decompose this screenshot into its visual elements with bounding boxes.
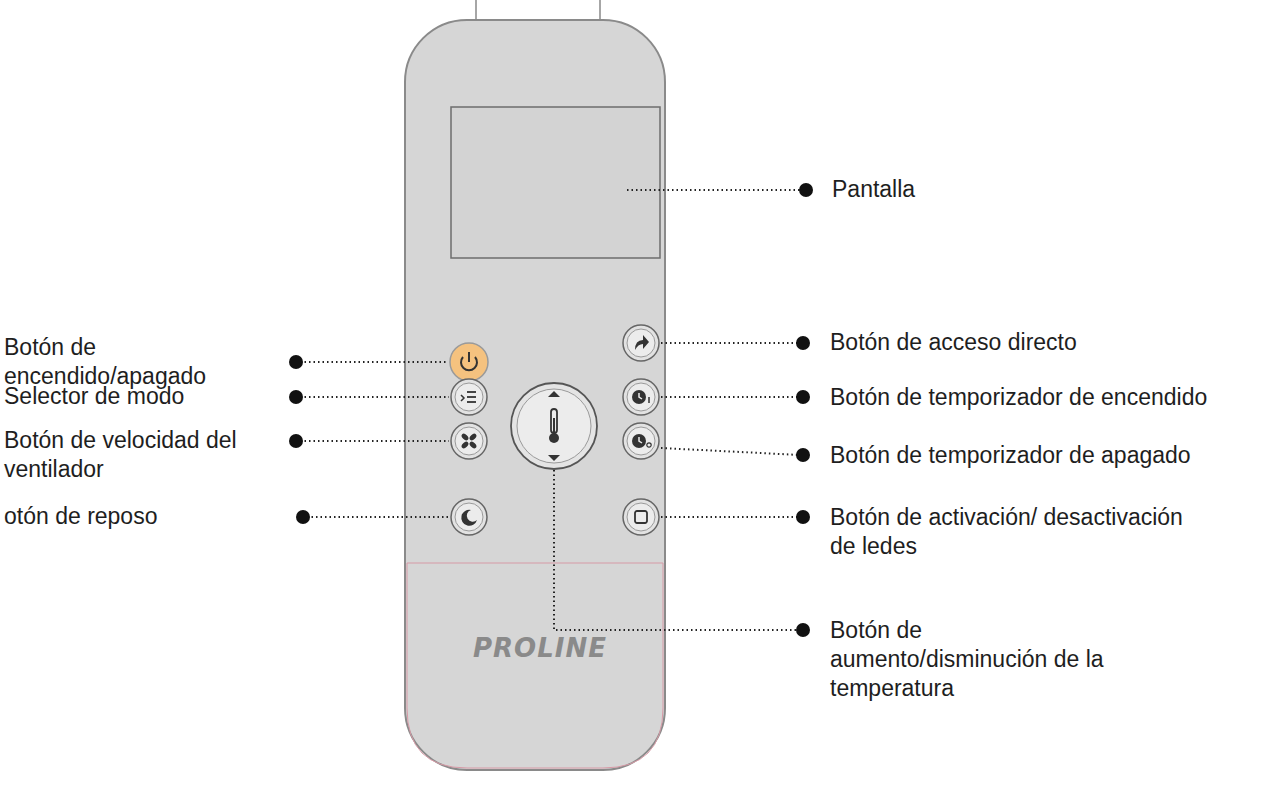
- remote-part: [300, 396, 449, 398]
- remote-part: [460, 440, 469, 449]
- remote-part: [405, 20, 665, 770]
- remote-part: [661, 448, 800, 455]
- remote-part: [468, 440, 477, 449]
- part-label: Botón de encendido/apagado: [4, 333, 276, 391]
- remote-part: [300, 440, 449, 442]
- remote-part: [467, 401, 476, 403]
- remote-part: [796, 510, 810, 524]
- remote-part: [549, 433, 559, 443]
- remote-part: [635, 511, 647, 523]
- remote-part: [648, 397, 650, 403]
- remote-part: [623, 423, 659, 459]
- remote-part: [468, 352, 470, 362]
- remote-part: [467, 396, 476, 398]
- remote-part: [627, 329, 655, 357]
- remote-part: [627, 189, 800, 191]
- led-button: [623, 499, 659, 535]
- part-label: Botón de velocidad del ventilador: [4, 426, 244, 484]
- remote-part: [639, 437, 642, 443]
- remote-part: [289, 390, 303, 404]
- remote-part: [661, 342, 800, 344]
- remote-part: [455, 503, 483, 531]
- leader-dots: [289, 183, 813, 637]
- part-label: Botón de temporizador de encendido: [830, 383, 1210, 412]
- remote-part: [455, 383, 483, 411]
- remote-part: [461, 510, 477, 526]
- remote-part: [796, 336, 810, 350]
- leader-lines: [300, 190, 800, 630]
- remote-part: [468, 432, 477, 441]
- remote-part: [460, 432, 469, 441]
- timer-off-button: [623, 423, 659, 459]
- power-button: [450, 343, 488, 381]
- timer-on-button: [623, 379, 659, 415]
- remote-part: [639, 393, 642, 399]
- remote-part: [451, 379, 487, 415]
- remote-part: [796, 448, 810, 462]
- remote-part: [517, 389, 591, 463]
- remote-part: [627, 383, 655, 411]
- fan-button: [451, 423, 487, 459]
- remote-part: [554, 470, 800, 630]
- remote-part: [451, 499, 487, 535]
- remote-part: [627, 427, 655, 455]
- remote-part: [623, 379, 659, 415]
- remote-part: [623, 325, 659, 361]
- remote-body: [405, 0, 665, 770]
- part-label: otón de reposo: [4, 502, 276, 531]
- remote-part: [300, 361, 448, 363]
- remote-part: [467, 391, 476, 393]
- part-label: Botón de temporizador de apagado: [830, 441, 1210, 470]
- remote-part: [661, 516, 800, 518]
- part-label: Botón de acceso directo: [830, 328, 1250, 357]
- sleep-button: [451, 499, 487, 535]
- remote-part: [462, 514, 465, 517]
- temperature-button: [511, 383, 597, 469]
- remote-part: [661, 396, 800, 398]
- remote-part: [799, 183, 813, 197]
- part-label: Botón de activación/ desactivación de le…: [830, 503, 1210, 561]
- remote-part: [627, 503, 655, 531]
- remote-part: [455, 427, 483, 455]
- remote-part: [632, 434, 646, 448]
- remote-part: [632, 390, 646, 404]
- brand-logo: PROLINE: [473, 633, 607, 663]
- remote-part: [511, 383, 597, 469]
- remote-part: [796, 390, 810, 404]
- remote-part: [307, 516, 449, 518]
- remote-part: [296, 510, 310, 524]
- mode-button: [451, 379, 487, 415]
- remote-part: [289, 434, 303, 448]
- remote-part: [451, 423, 487, 459]
- remote-part: [796, 623, 810, 637]
- remote-part: [461, 395, 464, 401]
- part-label: Botón de aumento/disminución de la tempe…: [830, 616, 1130, 703]
- remote-part: [647, 443, 651, 447]
- remote-part: [548, 455, 560, 461]
- shortcut-button: [623, 325, 659, 361]
- display-screen: [451, 107, 660, 258]
- remote-part: [450, 343, 488, 381]
- part-label: Pantalla: [832, 175, 1132, 204]
- remote-part: [635, 335, 649, 350]
- remote-part: [407, 563, 663, 768]
- remote-part: [623, 499, 659, 535]
- remote-part: [548, 391, 560, 397]
- remote-part: [289, 355, 303, 369]
- part-label: Selector de modo: [4, 382, 276, 411]
